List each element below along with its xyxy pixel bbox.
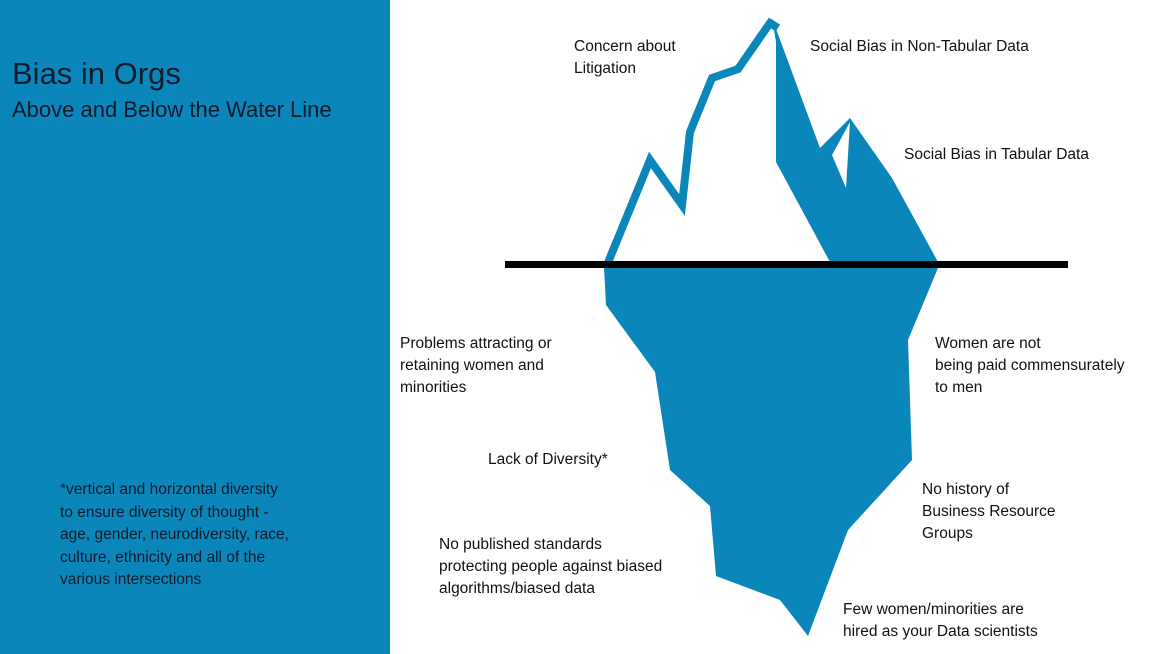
left-panel: Bias in Orgs Above and Below the Water L… [0, 0, 390, 654]
slide-title: Bias in Orgs [12, 56, 181, 91]
label-resource-groups: No history of Business Resource Groups [922, 481, 1056, 542]
label-non-tabular-bias: Social Bias in Non-Tabular Data [810, 38, 1029, 55]
water-line [505, 261, 1068, 268]
iceberg-underwater-mass [604, 268, 938, 636]
label-published-standards: No published standards protecting people… [439, 536, 663, 597]
iceberg-tip-shaded-face [772, 18, 938, 262]
diversity-footnote: *vertical and horizontal diversity to en… [60, 481, 289, 588]
slide-subtitle: Above and Below the Water Line [12, 97, 332, 122]
label-litigation: Concern about Litigation [574, 38, 676, 77]
label-pay-gap: Women are not being paid commensurately … [935, 335, 1125, 396]
iceberg-tip-outline [603, 17, 781, 267]
label-lack-of-diversity: Lack of Diversity* [488, 451, 608, 468]
label-tabular-bias: Social Bias in Tabular Data [904, 146, 1089, 163]
label-attracting-retaining: Problems attracting or retaining women a… [400, 335, 552, 396]
iceberg-tip-notch [832, 122, 850, 188]
label-hiring: Few women/minorities are hired as your D… [843, 601, 1038, 640]
